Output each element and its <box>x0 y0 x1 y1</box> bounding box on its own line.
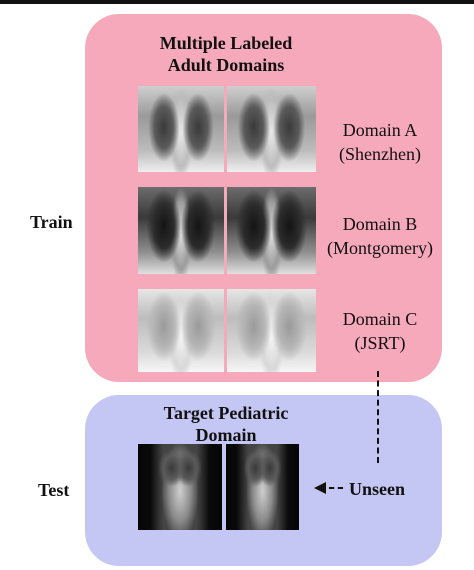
domain-b-xray-1 <box>138 187 224 274</box>
train-label: Train <box>30 212 73 232</box>
domain-c-label: Domain C (JSRT) <box>310 307 450 355</box>
test-heading: Target Pediatric Domain <box>85 402 367 446</box>
domain-c-xray-2 <box>227 289 316 372</box>
arrow-left-icon <box>314 482 326 494</box>
pediatric-xray-1 <box>138 444 222 530</box>
pediatric-xray-2 <box>226 444 299 530</box>
domain-a-label: Domain A (Shenzhen) <box>310 118 450 166</box>
domain-b-name: Domain B <box>342 214 418 234</box>
domain-c-name: Domain C <box>342 309 418 329</box>
domain-a-name: Domain A <box>342 120 418 140</box>
domain-a-xray-2 <box>227 86 316 172</box>
unseen-label: Unseen <box>349 479 406 499</box>
test-heading-line1: Target Pediatric <box>163 403 289 423</box>
domain-b-source: (Montgomery) <box>327 238 433 258</box>
domain-b-xray-2 <box>227 187 316 274</box>
train-heading: Multiple Labeled Adult Domains <box>85 32 367 76</box>
test-label: Test <box>38 480 70 500</box>
dashed-connector-vertical <box>377 371 379 463</box>
domain-c-xray-1 <box>138 289 224 372</box>
domain-a-source: (Shenzhen) <box>339 144 421 164</box>
dashed-connector-horizontal <box>329 487 343 489</box>
domain-c-source: (JSRT) <box>354 333 406 353</box>
top-rule <box>0 0 474 4</box>
train-heading-line2: Adult Domains <box>167 55 285 75</box>
domain-a-xray-1 <box>138 86 224 172</box>
train-heading-line1: Multiple Labeled <box>159 33 293 53</box>
test-heading-line2: Domain <box>195 425 257 445</box>
domain-b-label: Domain B (Montgomery) <box>310 212 450 260</box>
